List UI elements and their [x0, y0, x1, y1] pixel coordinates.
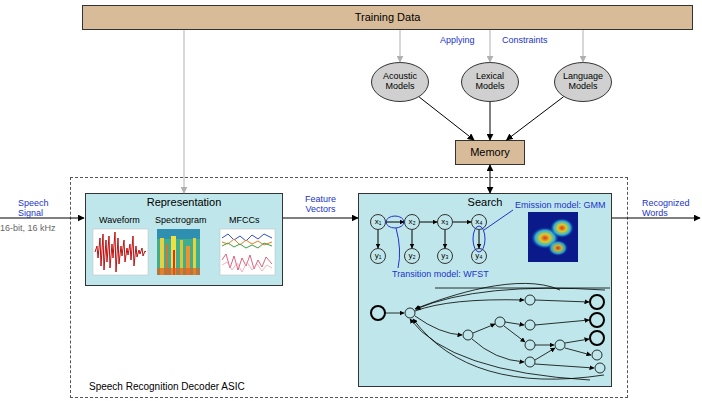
- wfst-graph: [371, 283, 610, 380]
- node-text: Speech Recognition Decoder ASIC: [89, 381, 245, 392]
- connector-arrow: [400, 30, 401, 62]
- plot-title: MFCCs: [229, 216, 260, 226]
- text-wrap: x₄: [471, 214, 487, 230]
- connector-arrow: [283, 218, 358, 219]
- text-wrap: y₃: [437, 248, 453, 264]
- observation-circle: y₃: [437, 248, 453, 264]
- data-band: Training Data: [82, 5, 693, 30]
- text-wrap: Representation: [86, 196, 282, 208]
- outline-shape: [371, 249, 386, 264]
- annotation: Emission model: GMM: [515, 201, 606, 211]
- connector-arrow: [453, 222, 471, 223]
- text-wrap: Speech Recognition Decoder ASIC: [89, 381, 245, 392]
- annotation: Transition model: WFST: [392, 270, 489, 280]
- node-text: x₃: [441, 218, 448, 227]
- connector-arrow: [378, 230, 379, 248]
- node-text: Lexical Models: [467, 72, 513, 92]
- node-text: y₄: [475, 252, 482, 261]
- node-text: Memory: [470, 146, 510, 158]
- observation-circle: y₄: [471, 248, 487, 264]
- process-box: Representation: [85, 193, 283, 286]
- node-text: x₄: [475, 218, 482, 227]
- text-wrap: y₄: [471, 248, 487, 264]
- node-text: Training Data: [355, 11, 421, 23]
- node-text: Representation: [86, 196, 282, 208]
- observation-circle: y₂: [404, 248, 420, 264]
- text-wrap: x₁: [370, 214, 386, 230]
- text-wrap: Language Models: [554, 62, 612, 102]
- text-wrap: x₃: [437, 214, 453, 230]
- text-wrap: Training Data: [83, 6, 692, 29]
- text-wrap: y₂: [404, 248, 420, 264]
- annotation: Constraints: [502, 36, 548, 46]
- node-text: y₂: [408, 252, 415, 261]
- model-ellipse: Language Models: [554, 62, 612, 102]
- node-text: Acoustic Models: [377, 72, 423, 92]
- plot-title: Spectrogram: [155, 216, 207, 226]
- outline-shape: [438, 249, 453, 264]
- signal-format: 16-bit, 16 kHz: [0, 224, 56, 234]
- signal-name: Speech Signal: [18, 199, 58, 219]
- connector-arrow: [412, 230, 413, 248]
- observation-circle: y₁: [370, 248, 386, 264]
- model-ellipse: Acoustic Models: [371, 62, 429, 102]
- transition-oval: [386, 216, 404, 228]
- outline-shape: [405, 215, 420, 230]
- memory-box: Memory: [455, 140, 525, 165]
- outline-shape: [472, 249, 487, 264]
- plot-title: Waveform: [99, 216, 140, 226]
- connector-arrow: [420, 222, 437, 223]
- asic-boundary: Speech Recognition Decoder ASIC Represent…: [70, 177, 628, 398]
- gmm-plot: [528, 212, 578, 262]
- node-text: Language Models: [560, 72, 606, 92]
- state-circle: x₃: [437, 214, 453, 230]
- node-text: y₃: [441, 252, 448, 261]
- connector-arrow: [490, 102, 491, 140]
- text-wrap: y₁: [370, 248, 386, 264]
- annotation: Applying: [440, 36, 475, 46]
- text-wrap: Memory: [456, 141, 524, 164]
- mfcc-plot: [220, 229, 275, 275]
- state-circle: x₁: [370, 214, 386, 230]
- emission-oval: [473, 226, 485, 252]
- outline-shape: [438, 215, 453, 230]
- spectrogram-plot: [157, 229, 200, 275]
- leader-line: [396, 228, 400, 268]
- connector-arrow: [506, 97, 563, 140]
- connector-arrow: [445, 230, 446, 248]
- outline-shape: [371, 215, 386, 230]
- text-wrap: Acoustic Models: [371, 62, 429, 102]
- outline-shape: [405, 249, 420, 264]
- leader-line: [484, 210, 513, 230]
- text-wrap: Lexical Models: [461, 62, 519, 102]
- outline-shape: [462, 63, 519, 102]
- process-box: Searchx₁x₂x₃x₄y₁y₂y₃y₄: [358, 193, 612, 387]
- outline-shape: [555, 63, 612, 102]
- connector-arrow: [490, 165, 491, 193]
- connector-arrow: [419, 97, 474, 140]
- node-text: x₁: [375, 218, 382, 227]
- outline-shape: [472, 215, 487, 230]
- node-text: x₂: [408, 218, 415, 227]
- connector-arrow: [490, 30, 491, 62]
- model-ellipse: Lexical Models: [461, 62, 519, 102]
- connector-arrow: [479, 230, 480, 248]
- state-circle: x₄: [471, 214, 487, 230]
- connector-arrow: [386, 222, 404, 223]
- connector-arrow: [583, 30, 584, 62]
- edge-label: Feature Vectors: [296, 195, 346, 215]
- text-wrap: x₂: [404, 214, 420, 230]
- outline-shape: [372, 63, 429, 102]
- waveform-plot: [93, 229, 148, 275]
- node-text: y₁: [375, 252, 382, 261]
- connector-arrow: [184, 30, 185, 193]
- state-circle: x₂: [404, 214, 420, 230]
- signal-name: Recognized Words: [642, 199, 700, 219]
